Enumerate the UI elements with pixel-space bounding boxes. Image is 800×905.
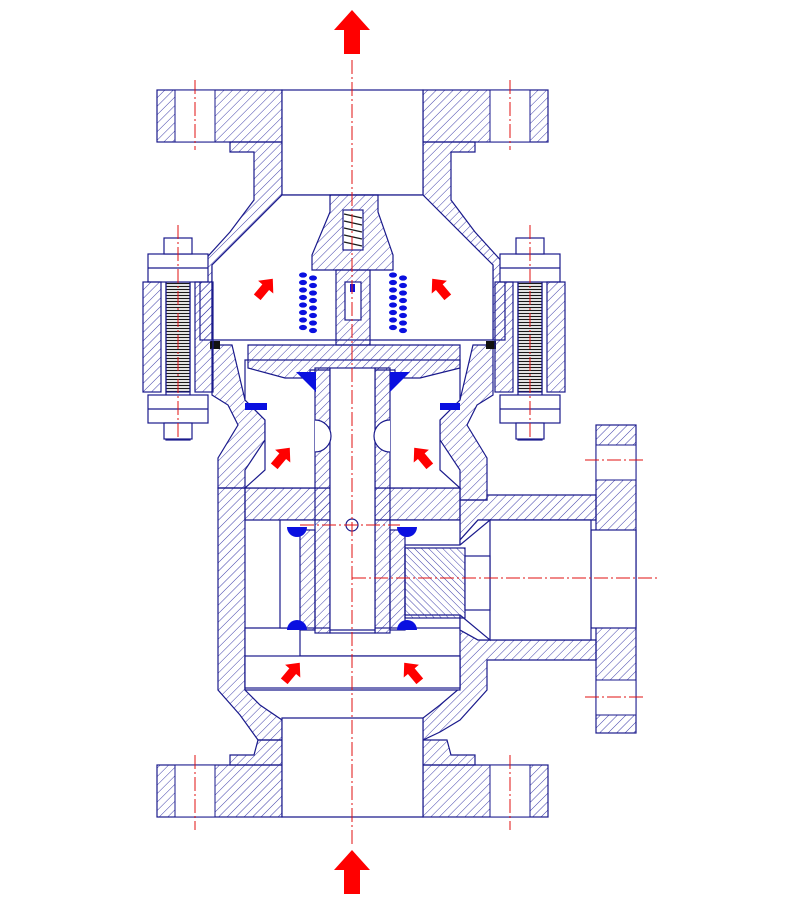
spring-coil [299, 309, 307, 316]
spring-coil [389, 317, 397, 323]
spring-coil [389, 279, 397, 286]
pilot-plunger-core [344, 281, 362, 321]
flow-arrow-icon [253, 278, 274, 301]
flow-arrow-icon [280, 662, 301, 685]
flow-arrow-icon [403, 662, 424, 685]
spring-coil [399, 282, 407, 289]
spring-coil [299, 324, 307, 331]
gaskets [210, 341, 496, 349]
spring-coil [399, 320, 407, 326]
side-flange-bore [590, 529, 637, 629]
flow-arrow-icon [334, 850, 370, 894]
upper-disc [247, 344, 461, 379]
body-wall-left [217, 487, 283, 741]
spring-coil [399, 312, 407, 319]
spring-coil [299, 272, 307, 278]
bottom-neck-left [229, 739, 283, 766]
spring-coil [389, 324, 397, 331]
centerlines [177, 60, 660, 845]
spring-coil [309, 297, 317, 304]
spring-coil [399, 290, 407, 296]
spring-coil [399, 327, 407, 334]
spring-coil [389, 294, 397, 301]
spring-coil [309, 305, 317, 311]
spring-coil [399, 297, 407, 304]
spring-coil [299, 294, 307, 301]
flow-arrow-icon [334, 10, 370, 54]
bottom-neck-right [422, 739, 476, 766]
spring-coil [389, 302, 397, 308]
spring-coil [299, 302, 307, 308]
spring-coil [309, 282, 317, 289]
spring-coil [309, 290, 317, 296]
spring-coil [389, 272, 397, 278]
side-bore [459, 519, 592, 641]
spring-coil [309, 312, 317, 319]
spring-coil [399, 275, 407, 281]
flow-arrow-icon [413, 447, 434, 470]
spring-coil [389, 287, 397, 293]
side-check-disc [404, 547, 491, 619]
spring-coil [399, 305, 407, 311]
flow-arrow-icon [431, 278, 452, 301]
flow-arrow-icon [270, 447, 291, 470]
spring-coil [309, 327, 317, 334]
spring-coil [389, 309, 397, 316]
flow-arrows [253, 10, 452, 894]
spring-icon [299, 272, 407, 334]
pilot-spring-icon [343, 213, 363, 247]
spring-coil [309, 320, 317, 326]
spring-coil [299, 317, 307, 323]
spring-coil [309, 275, 317, 281]
spring-coil [299, 287, 307, 293]
spring-coil [299, 279, 307, 286]
seal-ring-icon [245, 284, 460, 630]
